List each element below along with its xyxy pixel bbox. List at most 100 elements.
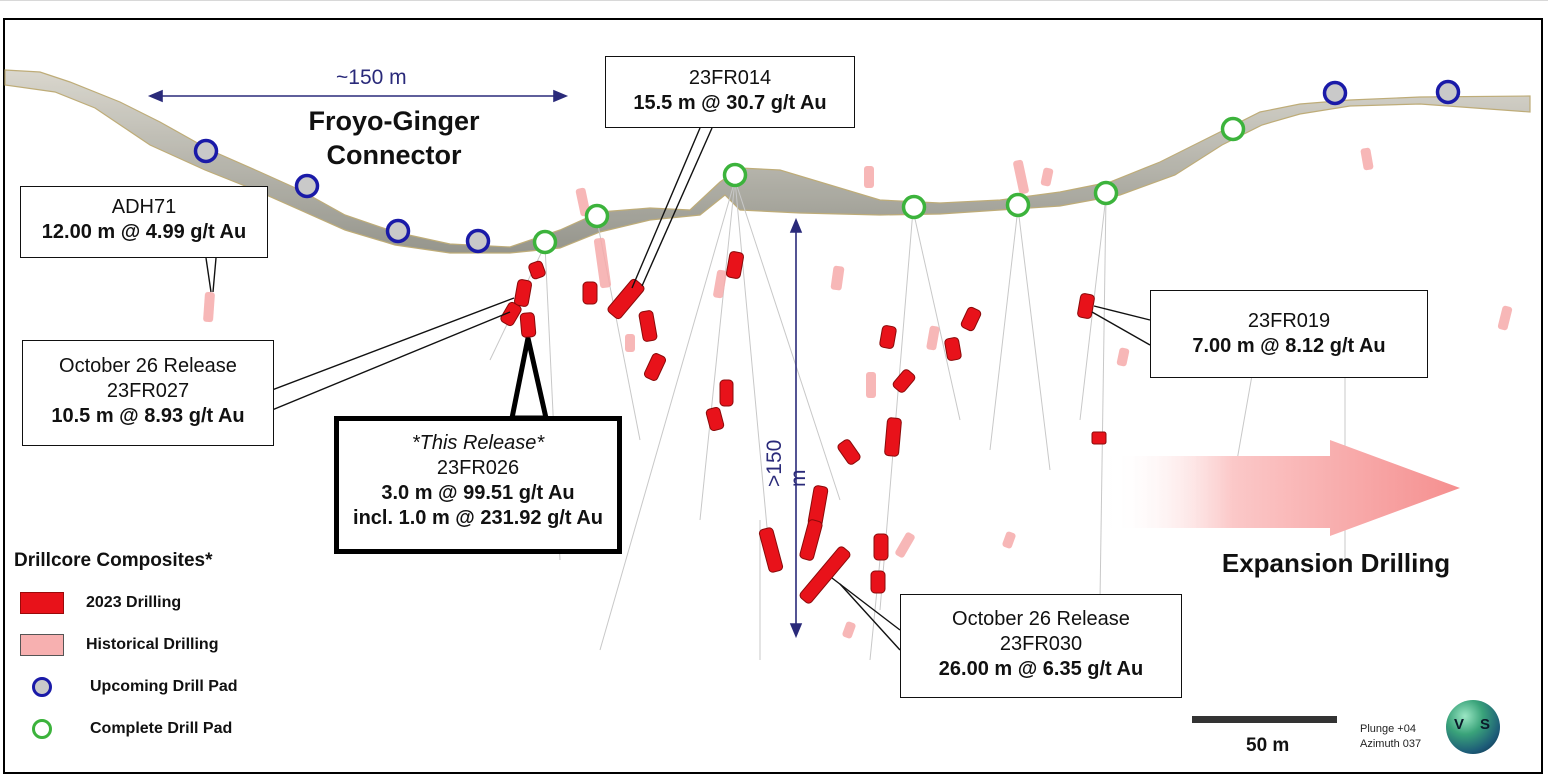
- vertical-dimension-arrow: [789, 217, 803, 639]
- legend-item-2023-drilling: 2023 Drilling: [14, 582, 314, 624]
- drill-intercept: [758, 527, 784, 573]
- vertical-dimension-label: >150 m: [763, 439, 810, 487]
- upcoming-pad-3: [385, 218, 411, 244]
- complete-pad-4: [901, 194, 927, 220]
- callout-23fr014: 23FR014 15.5 m @ 30.7 g/t Au: [605, 56, 855, 128]
- callout-23fr030-value: 26.00 m @ 6.35 g/t Au: [938, 658, 1144, 680]
- legend-title: Drillcore Composites*: [14, 550, 213, 571]
- historical-intercept: [842, 621, 856, 639]
- drill-intercept: [513, 279, 533, 307]
- logo-letter-left: V: [1454, 716, 1465, 733]
- historical-intercept: [713, 269, 727, 299]
- callout-23fr027: October 26 Release 23FR027 10.5 m @ 8.93…: [22, 340, 274, 446]
- complete-pad-5: [1005, 192, 1031, 218]
- drill-intercept: [837, 439, 861, 465]
- callout-adh71-id: ADH71: [111, 196, 177, 218]
- callout-23fr027-id: 23FR027: [106, 380, 190, 402]
- callout-adh71-value: 12.00 m @ 4.99 g/t Au: [41, 221, 247, 243]
- historical-intercept: [575, 187, 591, 217]
- callout-23fr026: *This Release* 23FR026 3.0 m @ 99.51 g/t…: [334, 416, 622, 554]
- this-release-pointer: [508, 337, 550, 421]
- historical-drill-intercepts: [203, 147, 1513, 639]
- legend-swatch-2023: [20, 592, 64, 614]
- scale-bar: [1192, 716, 1337, 723]
- legend-complete-pad-icon: [32, 719, 52, 739]
- drill-intercept: [705, 406, 725, 432]
- callout-23fr014-value: 15.5 m @ 30.7 g/t Au: [633, 92, 827, 114]
- complete-pad-6: [1093, 180, 1119, 206]
- drill-intercept: [519, 312, 537, 338]
- callout-23fr026-value: 3.0 m @ 99.51 g/t Au: [381, 482, 575, 504]
- historical-intercept: [1002, 531, 1016, 549]
- drill-intercept: [960, 306, 982, 332]
- historical-intercept: [830, 265, 845, 291]
- upcoming-pad-5: [1322, 80, 1348, 106]
- drill-intercept: [884, 417, 902, 457]
- complete-drill-pads: [532, 116, 1246, 255]
- historical-intercept: [1040, 167, 1054, 187]
- complete-pad-2: [584, 203, 610, 229]
- drill-intercept: [582, 281, 598, 305]
- callout-23fr026-release: *This Release*: [411, 432, 545, 454]
- callout-23fr030-release: October 26 Release: [952, 608, 1130, 630]
- upcoming-drill-pads: [193, 79, 1461, 254]
- horizontal-dimension-arrow: [147, 89, 569, 103]
- drill-2023-intercepts: [500, 251, 1107, 604]
- expansion-drilling-title: Expansion Drilling: [1221, 548, 1451, 578]
- drill-intercept: [638, 310, 658, 342]
- company-logo-icon: V S: [1446, 700, 1500, 754]
- top-divider: [0, 0, 1548, 1]
- drill-intercept: [799, 519, 823, 561]
- historical-intercept: [895, 532, 915, 558]
- legend-item-upcoming-pad: Upcoming Drill Pad: [14, 666, 314, 708]
- legend-item-historical-drilling: Historical Drilling: [14, 624, 314, 666]
- drill-intercept: [873, 533, 889, 561]
- drill-intercept: [1091, 431, 1107, 445]
- connector-title-line1: Froyo-Ginger: [308, 106, 480, 136]
- connector-title: Froyo-Ginger Connector: [296, 104, 492, 172]
- drill-intercept: [944, 337, 962, 361]
- callout-23fr030-id: 23FR030: [999, 633, 1083, 655]
- legend-label-historical: Historical Drilling: [86, 636, 219, 653]
- historical-intercept: [866, 372, 876, 398]
- upcoming-pad-6: [1435, 79, 1461, 105]
- expansion-arrow: [1110, 440, 1460, 536]
- connector-title-line2: Connector: [326, 140, 462, 170]
- historical-intercept: [625, 334, 635, 352]
- logo-letter-right: S: [1480, 716, 1491, 733]
- historical-intercept: [926, 325, 940, 351]
- drill-intercept: [500, 301, 522, 327]
- drill-intercept: [643, 353, 667, 381]
- legend-swatch-historical: [20, 634, 64, 656]
- legend-label-2023: 2023 Drilling: [86, 594, 182, 611]
- callout-23fr019-id: 23FR019: [1247, 310, 1331, 332]
- plunge-label: Plunge +04: [1360, 723, 1416, 735]
- historical-intercept: [1013, 159, 1029, 195]
- callout-23fr027-value: 10.5 m @ 8.93 g/t Au: [51, 405, 245, 427]
- drill-intercept: [725, 251, 745, 279]
- drill-intercept: [870, 570, 886, 594]
- historical-intercept: [1116, 347, 1130, 367]
- drill-intercept-23fr019: [1077, 293, 1095, 319]
- historical-intercept: [593, 237, 612, 289]
- historical-intercept: [203, 291, 215, 323]
- callout-23fr026-id: 23FR026: [436, 457, 520, 479]
- historical-intercept: [1360, 147, 1374, 171]
- legend-upcoming-pad-icon: [32, 677, 52, 697]
- drill-intercept: [892, 369, 916, 393]
- callout-23fr026-including: incl. 1.0 m @ 231.92 g/t Au: [353, 507, 603, 529]
- legend: Drillcore Composites* 2023 Drilling Hist…: [14, 550, 314, 750]
- legend-label-complete: Complete Drill Pad: [90, 720, 233, 737]
- callout-23fr027-release: October 26 Release: [59, 355, 237, 377]
- callout-adh71: ADH71 12.00 m @ 4.99 g/t Au: [20, 186, 268, 258]
- callout-23fr014-id: 23FR014: [688, 67, 772, 89]
- upcoming-pad-2: [294, 173, 320, 199]
- horizontal-dimension-label: ~150 m: [336, 66, 407, 89]
- callout-leaders: [205, 127, 1151, 651]
- azimuth-label: Azimuth 037: [1360, 738, 1422, 750]
- complete-pad-3: [722, 162, 748, 188]
- complete-pad-7: [1220, 116, 1246, 142]
- drill-intercept: [528, 260, 546, 280]
- view-orientation: Plunge +04 Azimuth 037: [1360, 722, 1421, 752]
